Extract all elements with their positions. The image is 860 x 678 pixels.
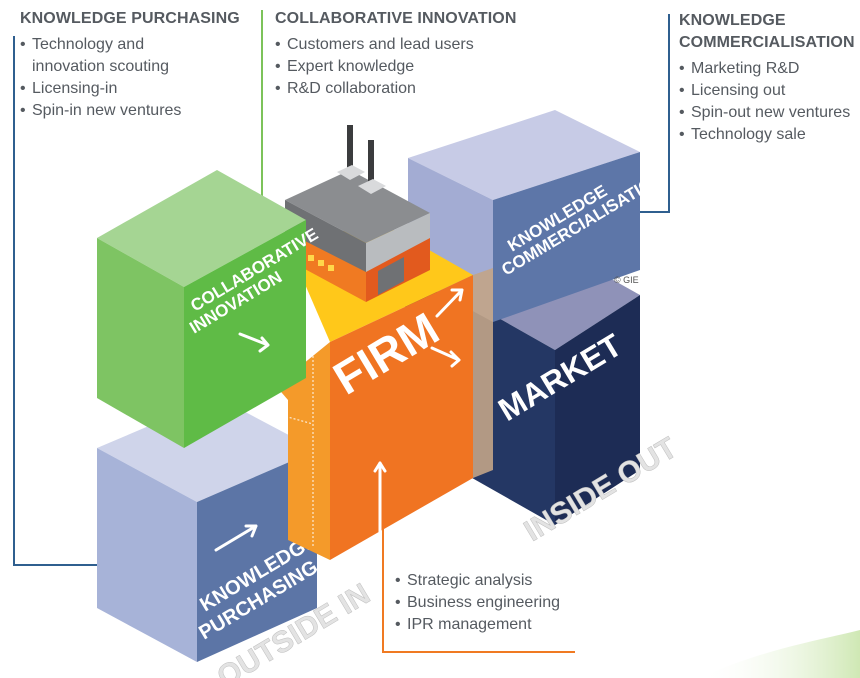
list-item: IPR management xyxy=(395,614,595,636)
arrow-icon xyxy=(214,524,258,552)
list-item: Business engineering xyxy=(395,592,595,614)
factory-icon xyxy=(285,125,430,302)
list-item: Technology and innovation scouting xyxy=(20,34,208,78)
purchasing-block: KNOWLEDGE PURCHASING xyxy=(97,397,322,662)
list-item: Expert knowledge xyxy=(275,56,515,78)
list-item: Licensing-in xyxy=(20,78,208,100)
arrow-icon xyxy=(430,346,461,368)
arrow-icon xyxy=(373,461,387,542)
collaborative-block: COLLABORATIVE INNOVATION xyxy=(97,170,321,448)
list-item: Customers and lead users xyxy=(275,34,515,56)
list-item: Spin-out new ventures xyxy=(679,102,859,124)
list-item: Spin-in new ventures xyxy=(20,100,208,122)
arrow-icon xyxy=(435,288,464,318)
list-item: Technology sale xyxy=(679,124,859,146)
copyright-notice: © GIE xyxy=(614,275,639,285)
commercialisation-block: KNOWLEDGE COMMERCIALISATION xyxy=(408,110,666,322)
purchasing-callout-title: KNOWLEDGE PURCHASING xyxy=(20,10,240,27)
list-item: Strategic analysis xyxy=(395,570,595,592)
collaborative-callout-title: COLLABORATIVE INNOVATION xyxy=(275,10,517,27)
list-item: Licensing out xyxy=(679,80,859,102)
commercialisation-callout-title: KNOWLEDGE COMMERCIALISATION xyxy=(679,12,855,51)
commercialisation-callout-list: Marketing R&D Licensing out Spin-out new… xyxy=(679,58,859,146)
list-item: R&D collaboration xyxy=(275,78,515,100)
decorative-swoosh xyxy=(700,630,860,678)
purchasing-callout-list: Technology and innovation scouting Licen… xyxy=(20,34,208,122)
collaborative-callout-list: Customers and lead users Expert knowledg… xyxy=(275,34,515,100)
connector-purchasing xyxy=(13,36,138,566)
list-item: Marketing R&D xyxy=(679,58,859,80)
firm-callout-list: Strategic analysis Business engineering … xyxy=(395,570,595,636)
arrow-icon xyxy=(238,332,270,353)
